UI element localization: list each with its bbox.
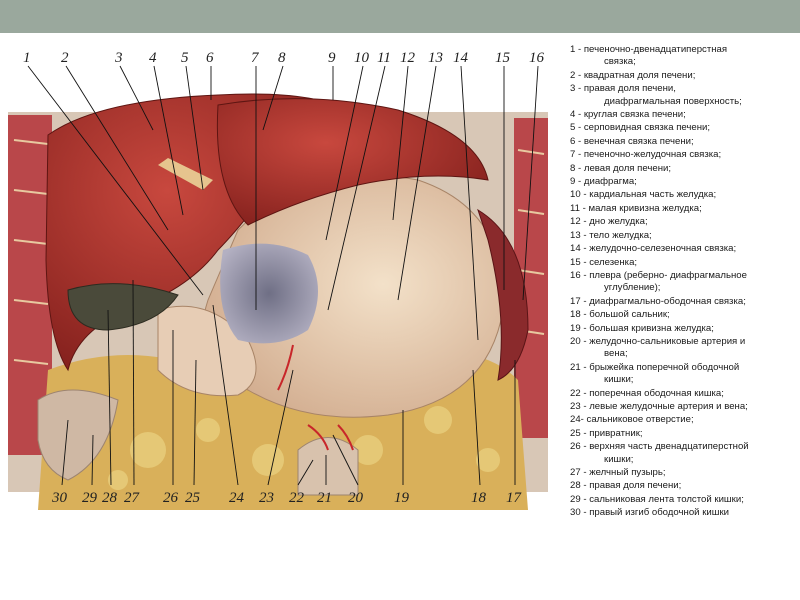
label-24: 24 [229, 490, 245, 506]
label-7: 7 [251, 50, 260, 66]
legend-item: 14 - желудочно-селезеночная связка; [570, 243, 737, 255]
legend-item: 9 - диафрагма; [570, 176, 637, 188]
label-11: 11 [377, 50, 391, 66]
label-26: 26 [163, 490, 179, 506]
label-23: 23 [259, 490, 274, 506]
legend-item: 13 - тело желудка; [570, 229, 652, 241]
legend-item: 12 - дно желудка; [570, 216, 648, 228]
round-ligament [158, 158, 213, 190]
legend-item: 3 - правая доля печени,диафрагмальная по… [570, 83, 742, 107]
legend-item: 19 - большая кривизна желудка; [570, 322, 714, 334]
legend-item: 4 - круглая связка печени; [570, 109, 686, 121]
label-17: 17 [506, 490, 523, 506]
lesser-omentum [220, 243, 318, 344]
legend-item: 18 - большой сальник; [570, 309, 670, 321]
label-19: 19 [394, 490, 410, 506]
legend-item: 23 - левые желудочные артерия и вена; [570, 400, 748, 412]
label-6: 6 [206, 50, 214, 66]
legend-item: 17 - диафрагмально-ободочная связка; [570, 295, 746, 307]
gallbladder [67, 283, 179, 331]
legend-item: 11 - малая кривизна желудка; [570, 202, 702, 214]
anatomy-drawing: 1 2 3 4 5 6 7 8 9 10 11 12 13 14 15 16 3… [8, 50, 548, 510]
label-30: 30 [51, 490, 68, 506]
label-18: 18 [471, 490, 487, 506]
label-25: 25 [185, 490, 201, 506]
label-5: 5 [181, 50, 189, 66]
transverse-colon [297, 437, 359, 496]
top-number-labels: 1 2 3 4 5 6 7 8 9 10 11 12 13 14 15 16 [23, 50, 545, 66]
liver-left-lobe [216, 98, 489, 226]
legend-item: 28 - правая доля печени; [570, 480, 682, 492]
label-28: 28 [102, 490, 118, 506]
anatomy-illustration: 1 2 3 4 5 6 7 8 9 10 11 12 13 14 15 16 3… [8, 40, 558, 560]
legend-item: 29 - сальниковая лента толстой кишки; [570, 493, 744, 505]
label-12: 12 [400, 50, 416, 66]
legend-item: 6 - венечная связка печени; [570, 135, 694, 147]
label-21: 21 [317, 490, 332, 506]
leader-lines [27, 65, 539, 486]
label-8: 8 [278, 50, 286, 66]
label-20: 20 [348, 490, 364, 506]
label-13: 13 [428, 50, 443, 66]
label-16: 16 [529, 50, 545, 66]
legend-item: 27 - желчный пузырь; [570, 467, 666, 478]
label-14: 14 [453, 50, 469, 66]
label-2: 2 [61, 50, 69, 66]
legend-item: 7 - печеночно-желудочная связка; [570, 149, 722, 161]
label-10: 10 [354, 50, 370, 66]
legend-item: 10 - кардиальная часть желудка; [570, 189, 717, 201]
legend-item: 24- сальниковое отверстие; [570, 414, 694, 426]
title-bar [0, 0, 800, 33]
label-22: 22 [289, 490, 305, 506]
legend-item: 25 - привратник; [570, 427, 643, 439]
legend-item: 30 - правый изгиб ободочной кишки [570, 507, 729, 519]
legend-item: 8 - левая доля печени; [570, 162, 672, 174]
label-29: 29 [82, 490, 98, 506]
label-1: 1 [23, 50, 31, 66]
right-colic-flexure [37, 389, 119, 481]
legend-item: 22 - поперечная ободочная кишка; [570, 387, 724, 399]
label-27: 27 [124, 490, 141, 506]
legend-item: 2 - квадратная доля печени; [570, 69, 696, 81]
spleen [477, 208, 529, 381]
blood-vessels [277, 344, 354, 451]
bottom-number-labels: 30 29 28 27 26 25 24 23 22 21 20 19 18 1… [51, 490, 523, 506]
label-4: 4 [149, 50, 157, 66]
rib-markings [13, 139, 545, 365]
label-15: 15 [495, 50, 511, 66]
label-9: 9 [328, 50, 336, 66]
legend-item: 5 - серповидная связка печени; [570, 122, 711, 134]
legend-item: 15 - селезенка; [570, 256, 638, 268]
label-3: 3 [114, 50, 123, 66]
